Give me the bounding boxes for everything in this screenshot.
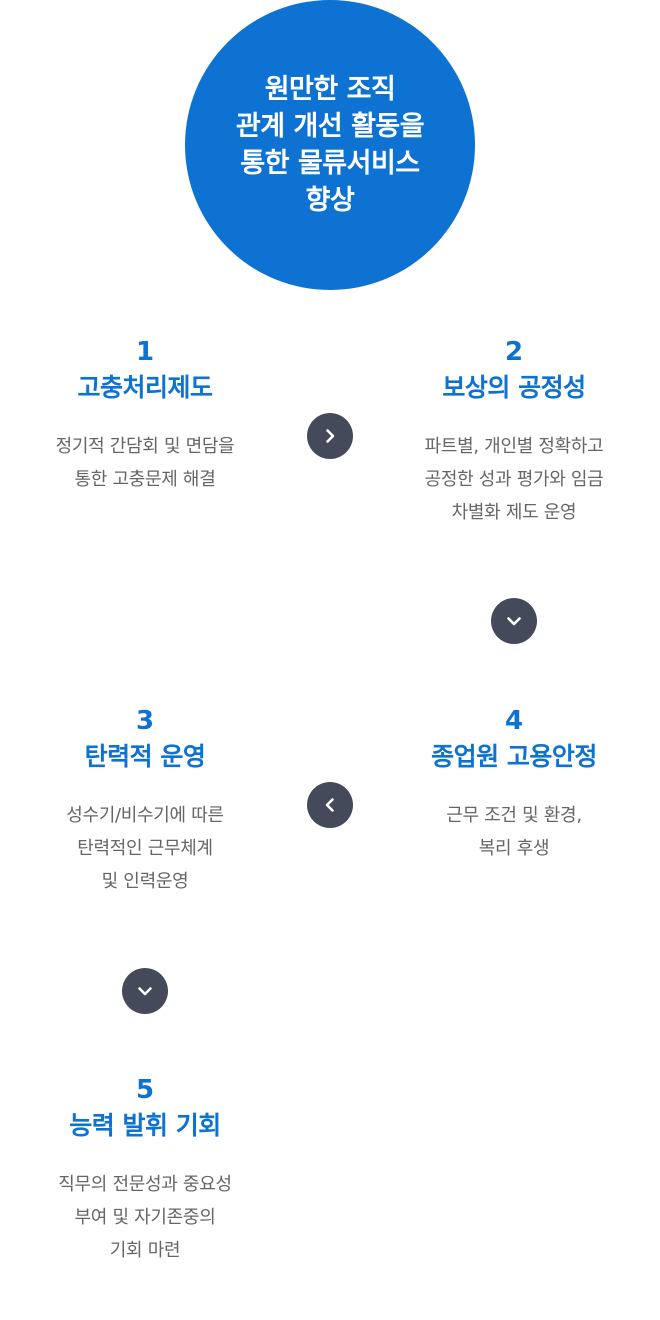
step-description: 직무의 전문성과 중요성 부여 및 자기존중의 기회 마련 [58,1174,232,1261]
chevron-right-icon [307,413,353,459]
step-number: 3 [135,706,155,736]
step-description: 근무 조건 및 환경, 복리 후생 [446,805,582,859]
step-number: 4 [504,706,524,736]
step-1: 1 고충처리제도 정기적 간담회 및 면담을 통한 고충문제 해결 [0,336,295,496]
step-title: 탄력적 운영 [84,742,206,771]
hero-circle: 원만한 조직 관계 개선 활동을 통한 물류서비스 향상 [185,0,475,290]
step-title: 종업원 고용안정 [431,742,597,771]
step-description: 파트별, 개인별 정확하고 공정한 성과 평가와 임금 차별화 제도 운영 [424,436,604,523]
chevron-down-icon [122,968,168,1014]
step-title: 보상의 공정성 [442,373,586,402]
step-title: 능력 발휘 기회 [69,1111,221,1140]
step-3: 3 탄력적 운영 성수기/비수기에 따른 탄력적인 근무체계 및 인력운영 [0,705,295,898]
hero-title: 원만한 조직 관계 개선 활동을 통한 물류서비스 향상 [235,74,425,216]
step-description: 성수기/비수기에 따른 탄력적인 근무체계 및 인력운영 [66,805,224,892]
step-5: 5 능력 발휘 기회 직무의 전문성과 중요성 부여 및 자기존중의 기회 마련 [0,1074,295,1267]
step-number: 2 [504,337,524,367]
step-number: 5 [135,1075,155,1105]
step-4: 4 종업원 고용안정 근무 조건 및 환경, 복리 후생 [364,705,660,865]
step-2: 2 보상의 공정성 파트별, 개인별 정확하고 공정한 성과 평가와 임금 차별… [364,336,660,529]
step-number: 1 [135,337,155,367]
chevron-left-icon [307,782,353,828]
step-description: 정기적 간담회 및 면담을 통한 고충문제 해결 [55,436,235,490]
step-title: 고충처리제도 [77,373,213,402]
chevron-down-icon [491,598,537,644]
